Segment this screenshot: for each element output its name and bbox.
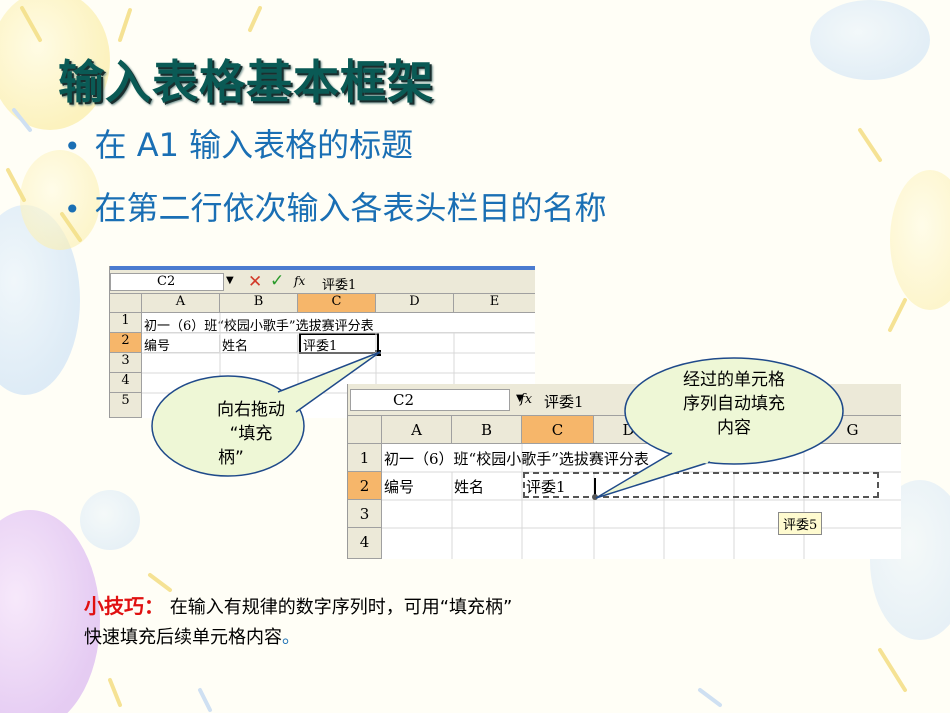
callout-right-text: 经过的单元格 序列自动填充 内容: [640, 368, 828, 440]
confirm-icon[interactable]: ✓: [270, 271, 285, 291]
column-header-a[interactable]: A: [142, 294, 220, 313]
column-header-c[interactable]: C: [298, 294, 376, 313]
row-header-4[interactable]: 4: [348, 528, 382, 559]
formula-bar: C2 ▼ ✕ ✓ fx 评委1: [110, 270, 535, 294]
row-header-1[interactable]: 1: [110, 313, 142, 333]
column-header-a[interactable]: A: [382, 416, 452, 444]
grid-lines: [382, 444, 901, 559]
tip-text: 在输入有规律的数字序列时，可用“填充柄”: [169, 597, 513, 618]
row-header-2[interactable]: 2: [348, 472, 382, 500]
column-header-c[interactable]: C: [522, 416, 594, 444]
column-header-d[interactable]: D: [376, 294, 454, 313]
function-icon[interactable]: fx: [520, 392, 533, 407]
row-header-5[interactable]: 5: [110, 393, 142, 418]
column-header-b[interactable]: B: [220, 294, 298, 313]
cell-c2[interactable]: 评委1: [526, 478, 566, 496]
select-all-corner[interactable]: [348, 416, 382, 444]
row-header-4[interactable]: 4: [110, 373, 142, 393]
cell-b2[interactable]: 姓名: [454, 478, 485, 496]
formula-input[interactable]: 评委1: [544, 393, 584, 411]
column-header-b[interactable]: B: [452, 416, 522, 444]
fill-tooltip: 评委5: [778, 512, 823, 535]
tip-text-2: 快速填充后续单元格内容: [84, 627, 282, 648]
formula-input[interactable]: 评委1: [322, 278, 357, 293]
callout-left-line-2: “填充: [229, 424, 273, 444]
select-all-corner[interactable]: [110, 294, 142, 313]
name-box[interactable]: C2: [110, 273, 224, 291]
column-header-e[interactable]: E: [454, 294, 535, 313]
bullet-text-1: 在 A1 输入表格的标题: [94, 126, 414, 164]
text-cursor: [594, 478, 596, 496]
callout-left-line-3: 柄”: [218, 448, 244, 468]
bullet-item-2: • 在第二行依次输入各表头栏目的名称: [64, 183, 607, 229]
row-header-3[interactable]: 3: [110, 353, 142, 373]
row-header-1[interactable]: 1: [348, 444, 382, 472]
callout-left-line-1: 向右拖动: [217, 400, 285, 420]
callout-right-shape: [595, 357, 844, 499]
name-box[interactable]: C2: [350, 389, 510, 411]
tip-end: 。: [282, 627, 300, 648]
cell-a1[interactable]: 初一（6）班“校园小歌手”选拔赛评分表: [384, 450, 649, 468]
function-icon[interactable]: fx: [294, 274, 306, 288]
callout-right-line-2: 序列自动填充: [683, 394, 785, 414]
chevron-down-icon[interactable]: ▼: [226, 275, 234, 286]
slide-title: 输入表格基本框架: [58, 55, 434, 109]
tip-paragraph: 小技巧： 在输入有规律的数字序列时，可用“填充柄” 快速填充后续单元格内容。: [84, 591, 784, 653]
bullet-text-2: 在第二行依次输入各表头栏目的名称: [94, 189, 607, 227]
tip-label: 小技巧：: [84, 594, 164, 618]
toolbar-strip: [110, 266, 535, 270]
callout-right-line-1: 经过的单元格: [683, 370, 785, 390]
callout-left-shape: [151, 351, 381, 477]
cell-a2[interactable]: 编号: [384, 478, 415, 496]
cancel-icon[interactable]: ✕: [248, 272, 263, 292]
callout-left-text: 向右拖动 “填充 柄”: [188, 398, 314, 470]
callout-right-line-3: 内容: [717, 418, 751, 438]
chevron-down-icon[interactable]: ▼: [516, 393, 524, 404]
bullet-item-1: • 在 A1 输入表格的标题: [64, 120, 413, 166]
bullet-dot-icon: •: [64, 130, 81, 163]
bullet-dot-icon: •: [64, 193, 81, 226]
row-header-2[interactable]: 2: [110, 333, 142, 353]
row-header-3[interactable]: 3: [348, 500, 382, 528]
